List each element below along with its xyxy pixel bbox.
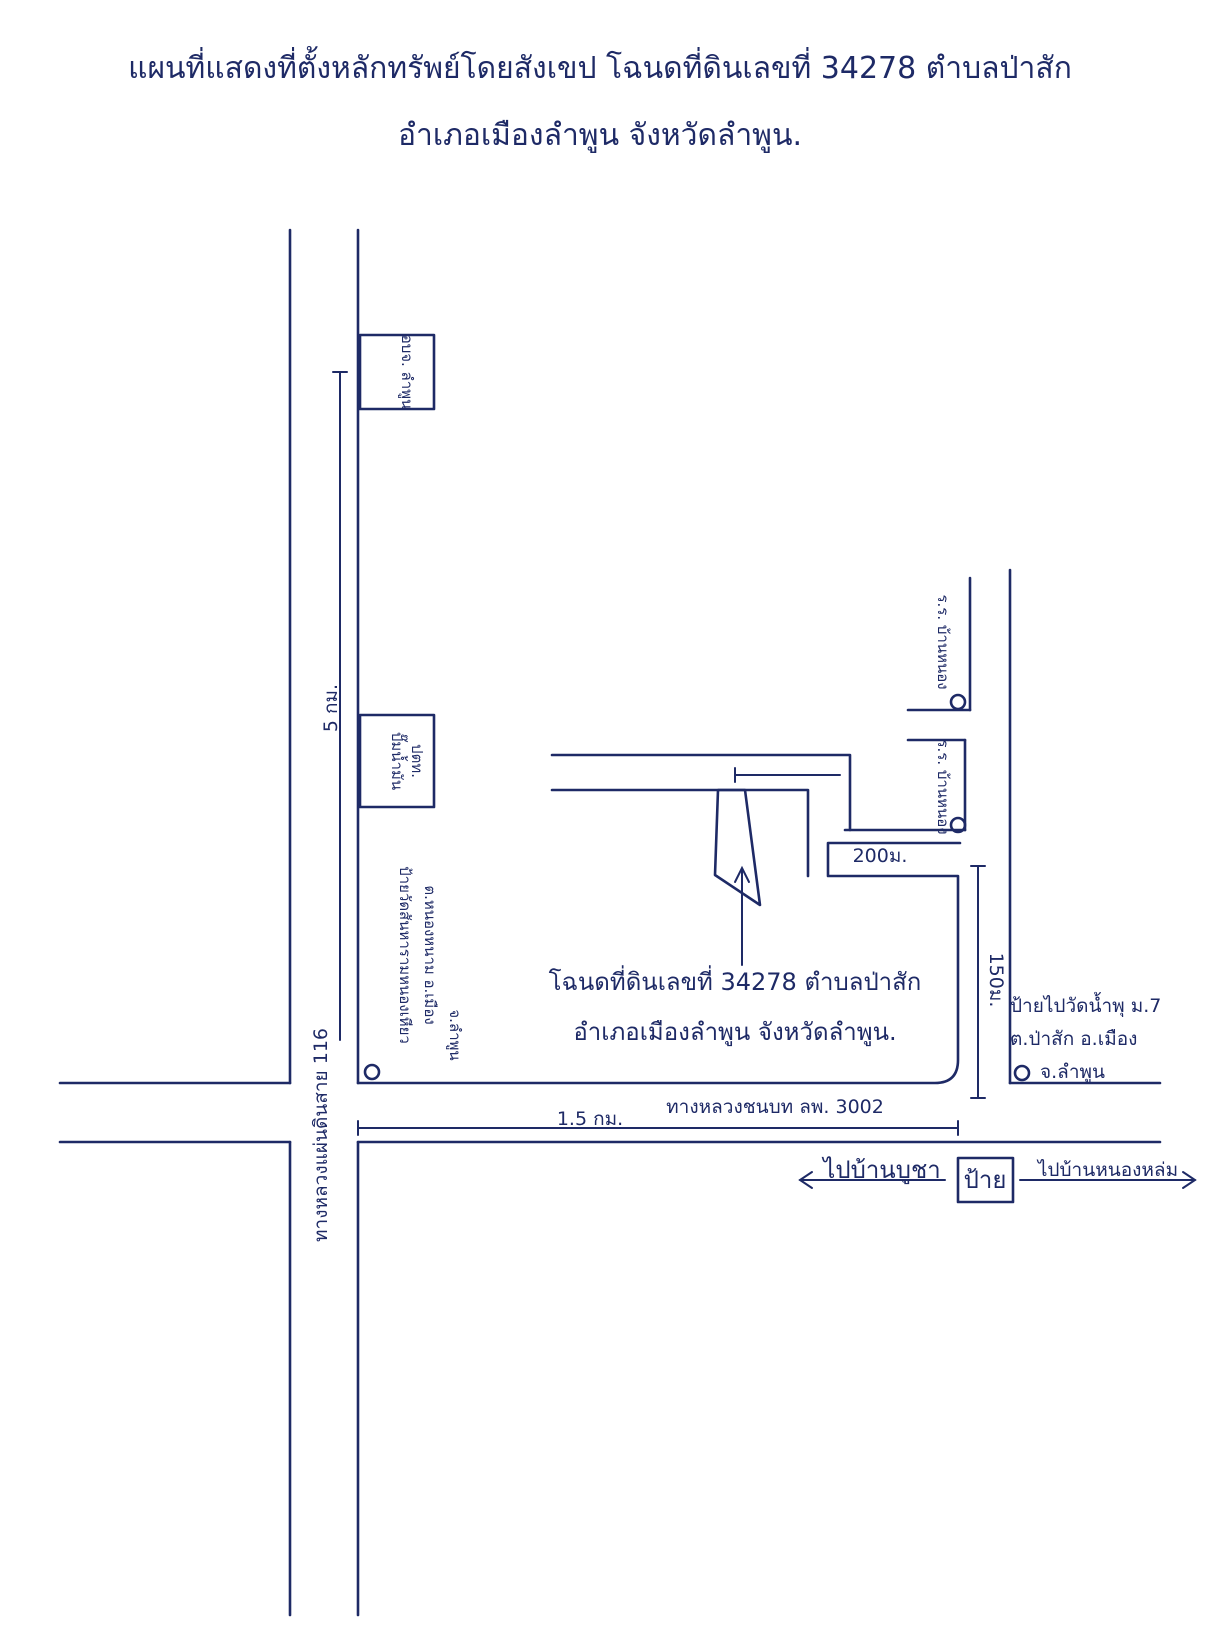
pointer-arrow: [734, 865, 750, 966]
parcel-label-line1: โฉนดที่ดินเลขที่ 34278 ตำบลป่าสัก: [549, 965, 922, 996]
rural-road-label: ทางหลวงชนบท ลพ. 3002: [666, 1096, 884, 1118]
dimension-5km: [332, 371, 348, 1041]
distance-150m: 150ม.: [985, 953, 1007, 1008]
dimension-150m: [970, 865, 986, 1099]
right-road: [843, 568, 1012, 1085]
temple-sign-line1: ป้ายวัดสันหารามหนองเหียว: [396, 866, 414, 1044]
rural-road-3002: [58, 841, 1162, 1144]
landmark-box-mid: [358, 713, 436, 809]
bus-stop-sign-box: [956, 1156, 1015, 1204]
distance-200m: 200ม.: [853, 845, 908, 867]
land-parcel: [713, 788, 762, 907]
highway-116: [288, 228, 360, 1617]
village-sign-line3: จ.ลำพูน: [1040, 1061, 1105, 1083]
direction-left-label: ไปบ้านบูชา: [821, 1156, 940, 1185]
direction-left-arrow: [798, 1171, 946, 1189]
village-sign-marker: [1013, 1064, 1031, 1082]
school-1-marker: [949, 693, 967, 711]
landmark-top-label: อบจ. ลำพูน: [398, 335, 416, 410]
village-sign-line1: ป้ายไปวัดน้ำพุ ม.7: [1010, 992, 1161, 1018]
temple-sign-line3: จ.ลำพูน: [446, 1009, 464, 1060]
school-2-label: ร.ร. บ้านหนอง: [934, 739, 952, 834]
distance-5km: 5 กม.: [320, 684, 342, 732]
dimension-1-5km: [357, 1120, 959, 1136]
parcel-label-line2: อำเภอเมืองลำพูน จังหวัดลำพูน.: [573, 1018, 896, 1047]
highway-label: ทางหลวงแผ่นดินสาย 116: [310, 1028, 332, 1242]
access-lane: [550, 753, 852, 878]
bus-stop-sign-label: ป้าย: [964, 1166, 1007, 1194]
village-sign-line2: ต.ป่าสัก อ.เมือง: [1010, 1028, 1137, 1050]
school-1-label: ร.ร. บ้านหนอง: [934, 594, 952, 689]
map-title-line1: แผนที่แสดงที่ตั้งหลักทรัพย์โดยสังเขป โฉน…: [128, 46, 1072, 86]
direction-right-label: ไปบ้านหนองหล่ม: [1036, 1159, 1178, 1181]
landmark-mid-line2: ปตท.: [408, 744, 426, 778]
landmark-box-top: [358, 333, 436, 411]
direction-right-arrow: [1019, 1171, 1197, 1189]
temple-sign-marker: [363, 1063, 381, 1081]
school-2-marker: [949, 816, 967, 834]
temple-sign-line2: ต.หนองหนาม อ.เมือง: [421, 885, 439, 1024]
distance-1-5km: 1.5 กม.: [557, 1108, 623, 1130]
map-title-line2: อำเภอเมืองลำพูน จังหวัดลำพูน.: [398, 118, 802, 153]
landmark-mid-line1: ปั๊มน้ำมัน: [388, 732, 408, 790]
